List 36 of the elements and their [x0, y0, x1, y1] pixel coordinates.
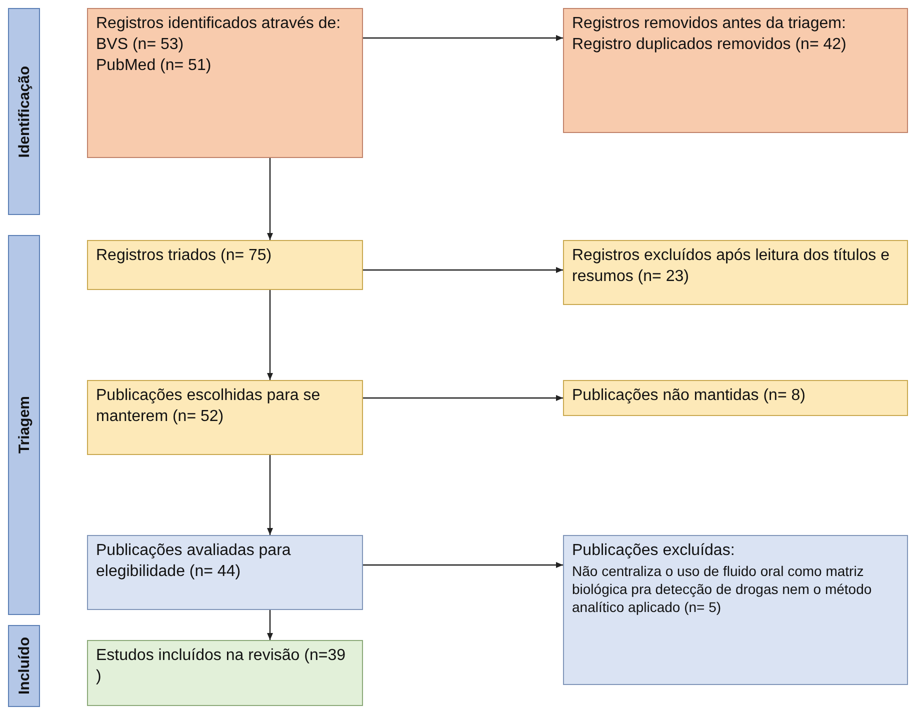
arrow [363, 395, 563, 401]
box-text: Registros identificados através de: [96, 14, 342, 34]
phase-band [8, 235, 40, 615]
box-text: Publicações escolhidas para se manterem (n= 52) [96, 386, 322, 427]
box-text: Publicações avaliadas para elegibilidade (n= 44) [96, 541, 292, 582]
phase-label: Triagem [16, 396, 32, 454]
box-text: Estudos incluídos na revisão (n=39 ) [96, 646, 346, 687]
box-text: Publicações não mantidas (n= 8) [572, 386, 806, 406]
process-box [563, 380, 908, 416]
box-text: PubMed (n= 51) [96, 56, 212, 76]
arrow [363, 35, 563, 41]
arrow [267, 290, 273, 380]
box-text: Registros excluídos após leitura dos títulos e resumos (n= 23) [572, 246, 890, 287]
process-box [563, 240, 908, 305]
box-text: Registros triados (n= 75) [96, 246, 273, 266]
phase-band [8, 8, 40, 215]
phase-label: Identificação [16, 66, 32, 158]
box-text: Registro duplicados removidos (n= 42) [572, 34, 848, 55]
box-text: Não centraliza o uso de fluido oral como matriz biológica pra detecção de drogas nem o método analítico aplicado (n= 5) [572, 562, 873, 616]
process-box [563, 535, 908, 685]
box-text: BVS (n= 53) [96, 34, 185, 55]
process-box [87, 240, 363, 290]
phase-band [8, 625, 40, 707]
arrow [363, 562, 563, 568]
process-box [87, 8, 363, 158]
box-text: Registros removidos antes da triagem: [572, 14, 847, 34]
box-text: Publicações excluídas: [572, 541, 736, 561]
arrow [363, 267, 563, 273]
process-box [87, 535, 363, 610]
phase-label: Incluído [16, 637, 32, 695]
arrow [267, 610, 273, 640]
process-box [563, 8, 908, 133]
process-box [87, 640, 363, 706]
arrow [267, 158, 273, 240]
process-box [87, 380, 363, 455]
arrow [267, 455, 273, 535]
